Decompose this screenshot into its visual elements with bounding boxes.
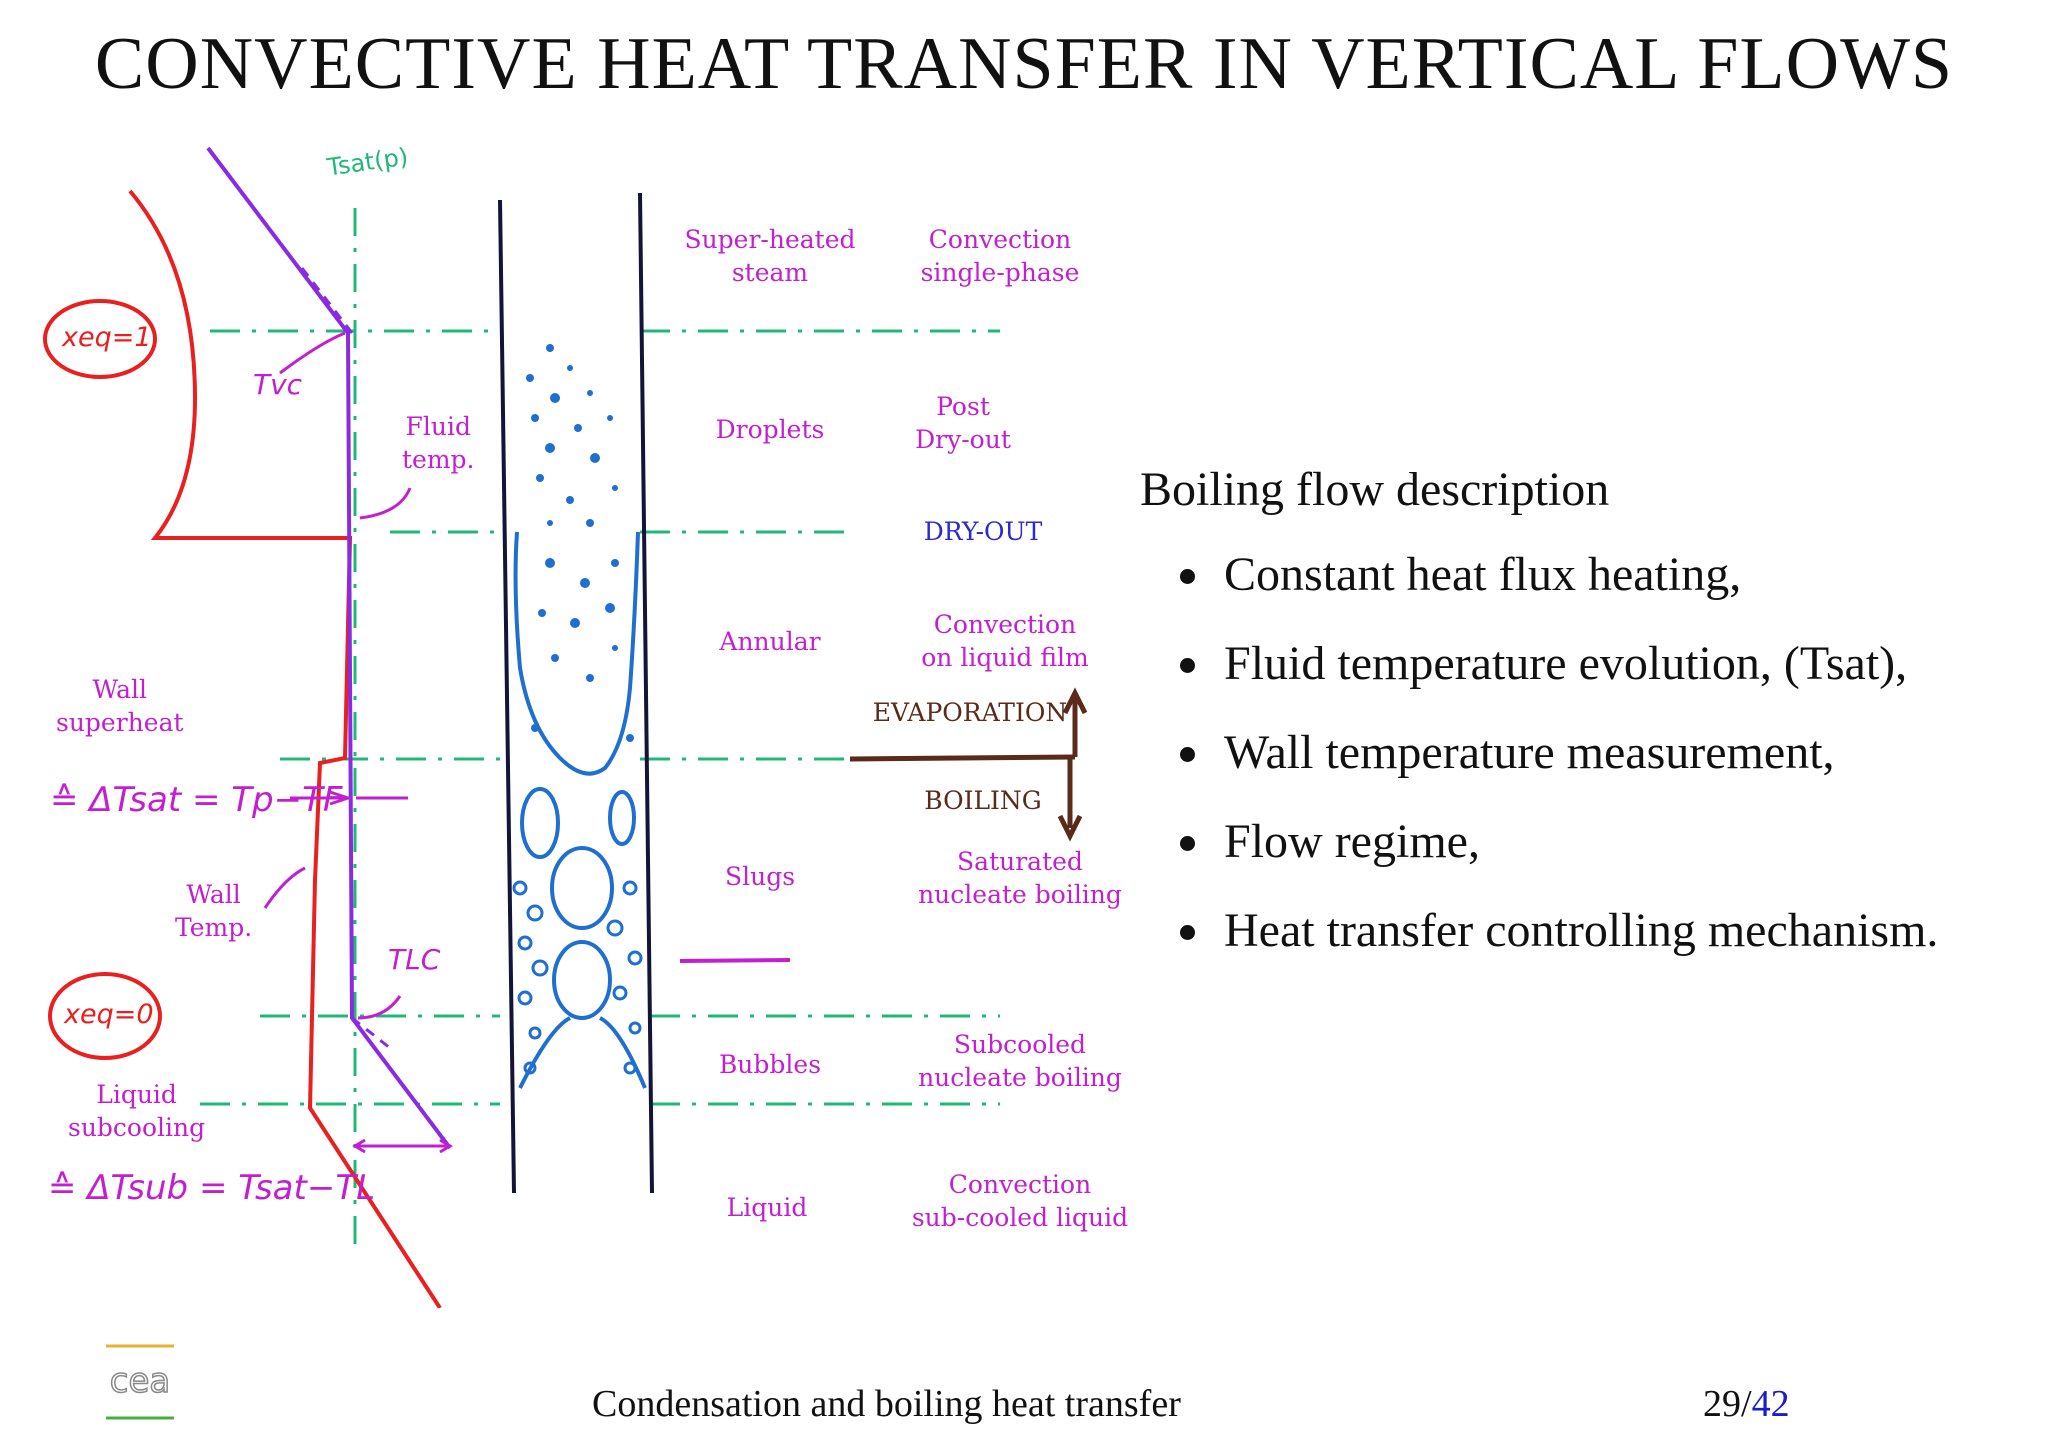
bullet-item: Heat transfer controlling mechanism. (1180, 901, 1938, 990)
boundary-dryout: DRY-OUT (923, 517, 1043, 546)
wall-temp-label: Wall Temp. (175, 880, 253, 942)
slide-title: CONVECTIVE HEAT TRANSFER IN VERTICAL FLO… (94, 23, 1954, 105)
bullet-item: Constant heat flux heating, (1180, 545, 1938, 634)
tlc-label: TLC (388, 943, 441, 976)
phase-liquid: Liquid (726, 1193, 808, 1222)
bullet-dot-icon (1180, 569, 1195, 584)
bullet-item: Flow regime, (1180, 812, 1938, 901)
content-block: Boiling flow description Constant heat f… (1140, 462, 1938, 990)
diagram-drawing (43, 146, 1088, 1308)
bullet-dot-icon (1180, 658, 1195, 673)
xeq0-label: xeq=0 (64, 999, 154, 1030)
fluid-temp-label: Fluid temp. (402, 412, 475, 474)
liquid-subcooling-label: Liquid subcooling (68, 1080, 206, 1142)
phase-slugs: Slugs (724, 862, 796, 891)
delta-tsub-label: ≙ ΔTsub = Tsat−TL (48, 1168, 376, 1208)
level-lines (200, 329, 1000, 1106)
mechanism-subcooled-nucleate-boiling: Subcooled nucleate boiling (918, 1030, 1122, 1092)
page-number: 29/42 (1703, 1383, 1790, 1425)
tvc-label: Tvc (253, 368, 303, 401)
bullet-dot-icon (1180, 747, 1195, 762)
phase-bubbles: Bubbles (718, 1050, 822, 1079)
bullet-dot-icon (1180, 836, 1195, 851)
svg-text:cea: cea (110, 1361, 170, 1401)
mechanism-convection-single-phase: Convection single-phase (920, 225, 1080, 287)
xeq1-label: xeq=1 (62, 322, 152, 353)
content-heading: Boiling flow description (1140, 463, 1610, 516)
delta-tsat-label: ≙ ΔTsat = Tp−TF (50, 780, 343, 820)
phase-superheated-steam: Super-heated steam (684, 225, 856, 287)
bullet-dot-icon (1180, 925, 1195, 940)
boundary-evaporation: EVAPORATION (872, 698, 1068, 727)
wall-superheat-label: Wall superheat (56, 675, 184, 737)
boiling-flow-diagram: Tsat(p) Tvc TLC xeq=1 xeq=0 ≙ ΔTsat = Tp… (30, 128, 1128, 1308)
footer-title: Condensation and boiling heat transfer (592, 1383, 1181, 1425)
mechanism-saturated-nucleate-boiling: Saturated nucleate boiling (918, 847, 1122, 909)
mechanism-post-dryout: Post Dry-out (915, 392, 1011, 454)
phase-annular: Annular (719, 627, 821, 656)
phase-droplets: Droplets (715, 415, 825, 444)
cea-logo-icon: cea (106, 1344, 174, 1420)
mechanism-convection-subcooled-liquid: Convection sub-cooled liquid (911, 1170, 1129, 1232)
bullet-list: Constant heat flux heating, Fluid temper… (1140, 545, 1938, 990)
bullet-item: Wall temperature measurement, (1180, 723, 1938, 812)
bullet-item: Fluid temperature evolution, (Tsat), (1180, 634, 1938, 723)
mechanism-convection-liquid-film: Convection on liquid film (921, 610, 1089, 672)
boundary-boiling: BOILING (924, 786, 1042, 815)
